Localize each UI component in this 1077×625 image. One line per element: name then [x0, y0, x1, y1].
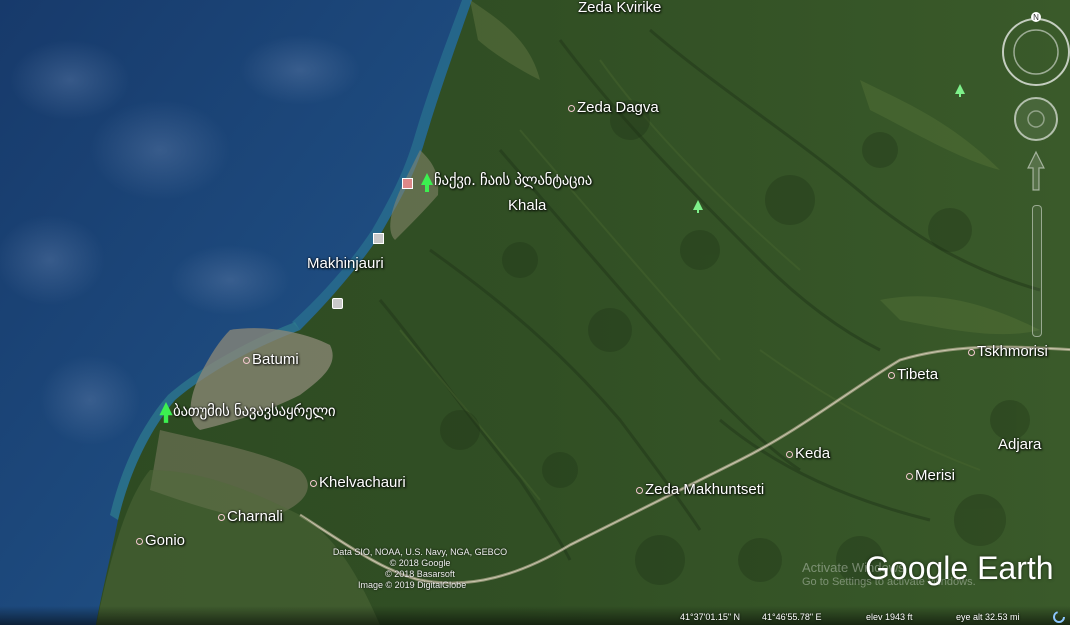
- marker-batumi-label[interactable]: ბათუმის ნავავსაყრელი: [173, 402, 336, 420]
- poi-icon[interactable]: [402, 178, 413, 189]
- place-adjara[interactable]: Adjara: [998, 437, 1041, 453]
- place-label: Khelvachauri: [319, 474, 406, 491]
- svg-text:N: N: [1033, 13, 1039, 22]
- place-label: Merisi: [915, 467, 955, 484]
- place-label: Adjara: [998, 436, 1042, 453]
- activate-windows-watermark: Activate Windows Go to Settings to activ…: [802, 561, 976, 589]
- place-khelvachauri[interactable]: Khelvachauri: [310, 475, 406, 491]
- compass-icon[interactable]: N: [1000, 8, 1072, 90]
- look-joystick-icon[interactable]: [1012, 95, 1060, 143]
- place-label: Keda: [795, 445, 831, 462]
- tree-pin-icon[interactable]: [693, 200, 703, 214]
- eye-altitude-readout: eye alt 32.53 mi: [956, 612, 1020, 622]
- place-dot-icon: [636, 486, 643, 494]
- place-gonio[interactable]: Gonio: [136, 533, 185, 549]
- place-label: Tskhmorisi: [977, 343, 1048, 360]
- longitude-readout: 41°46'55.78" E: [762, 612, 822, 622]
- place-zeda-makhuntseti[interactable]: Zeda Makhuntseti: [636, 482, 764, 498]
- window-border: [1070, 0, 1077, 625]
- place-keda[interactable]: Keda: [786, 446, 830, 462]
- place-label: Batumi: [252, 351, 299, 368]
- move-joystick-icon[interactable]: [1026, 150, 1046, 198]
- elevation-readout: elev 1943 ft: [866, 612, 913, 622]
- place-dot-icon: [906, 472, 913, 480]
- place-dot-icon: [218, 513, 225, 521]
- place-label: Khala: [508, 197, 547, 214]
- tree-pin-icon[interactable]: [420, 173, 434, 193]
- poi-icon[interactable]: [332, 298, 343, 309]
- loading-icon: [1053, 611, 1065, 623]
- place-zeda-kvirike[interactable]: Zeda Kvirike: [578, 0, 661, 16]
- place-batumi[interactable]: Batumi: [243, 352, 299, 368]
- place-dot-icon: [310, 479, 317, 487]
- place-dot-icon: [568, 104, 575, 112]
- place-khala[interactable]: Khala: [508, 198, 546, 214]
- place-zeda-dagva[interactable]: Zeda Dagva: [568, 100, 659, 116]
- place-dot-icon: [786, 450, 793, 458]
- place-dot-icon: [888, 371, 895, 379]
- tree-pin-icon[interactable]: [158, 402, 174, 424]
- attribution-line: Image © 2019 DigitalGlobe: [358, 580, 467, 590]
- attribution-line: © 2018 Google: [389, 558, 451, 568]
- place-charnali[interactable]: Charnali: [218, 509, 283, 525]
- place-label: Gonio: [145, 532, 186, 549]
- place-dot-icon: [243, 356, 250, 364]
- place-dot-icon: [136, 537, 143, 545]
- place-label: Zeda Dagva: [577, 99, 659, 116]
- watermark-line: Activate Windows: [802, 560, 905, 575]
- poi-icon[interactable]: [373, 233, 384, 244]
- place-label: Charnali: [227, 508, 283, 525]
- place-merisi[interactable]: Merisi: [906, 468, 955, 484]
- place-label: Zeda Makhuntseti: [645, 481, 765, 498]
- place-tibeta[interactable]: Tibeta: [888, 367, 938, 383]
- zoom-slider-icon[interactable]: [1032, 205, 1042, 337]
- attribution-line: Data SIO, NOAA, U.S. Navy, NGA, GEBCO: [332, 547, 508, 557]
- marker-tea-plantation-label[interactable]: ჩაქვი. ჩაის პლანტაცია: [434, 171, 593, 189]
- place-tskhmorisi[interactable]: Tskhmorisi: [968, 344, 1048, 360]
- status-bar: [0, 606, 1077, 625]
- place-label: Tibeta: [897, 366, 939, 383]
- attribution: Data SIO, NOAA, U.S. Navy, NGA, GEBCO © …: [300, 547, 540, 591]
- latitude-readout: 41°37'01.15" N: [680, 612, 741, 622]
- place-label: Zeda Kvirike: [578, 0, 662, 16]
- watermark-line: Go to Settings to activate Windows.: [802, 576, 976, 588]
- place-label: Makhinjauri: [307, 255, 384, 272]
- place-makhinjauri[interactable]: Makhinjauri: [307, 256, 384, 272]
- tree-pin-icon[interactable]: [955, 84, 965, 98]
- place-dot-icon: [968, 348, 975, 356]
- attribution-line: © 2018 Basarsoft: [385, 569, 455, 579]
- google-earth-logo: Google Earth: [865, 550, 1054, 586]
